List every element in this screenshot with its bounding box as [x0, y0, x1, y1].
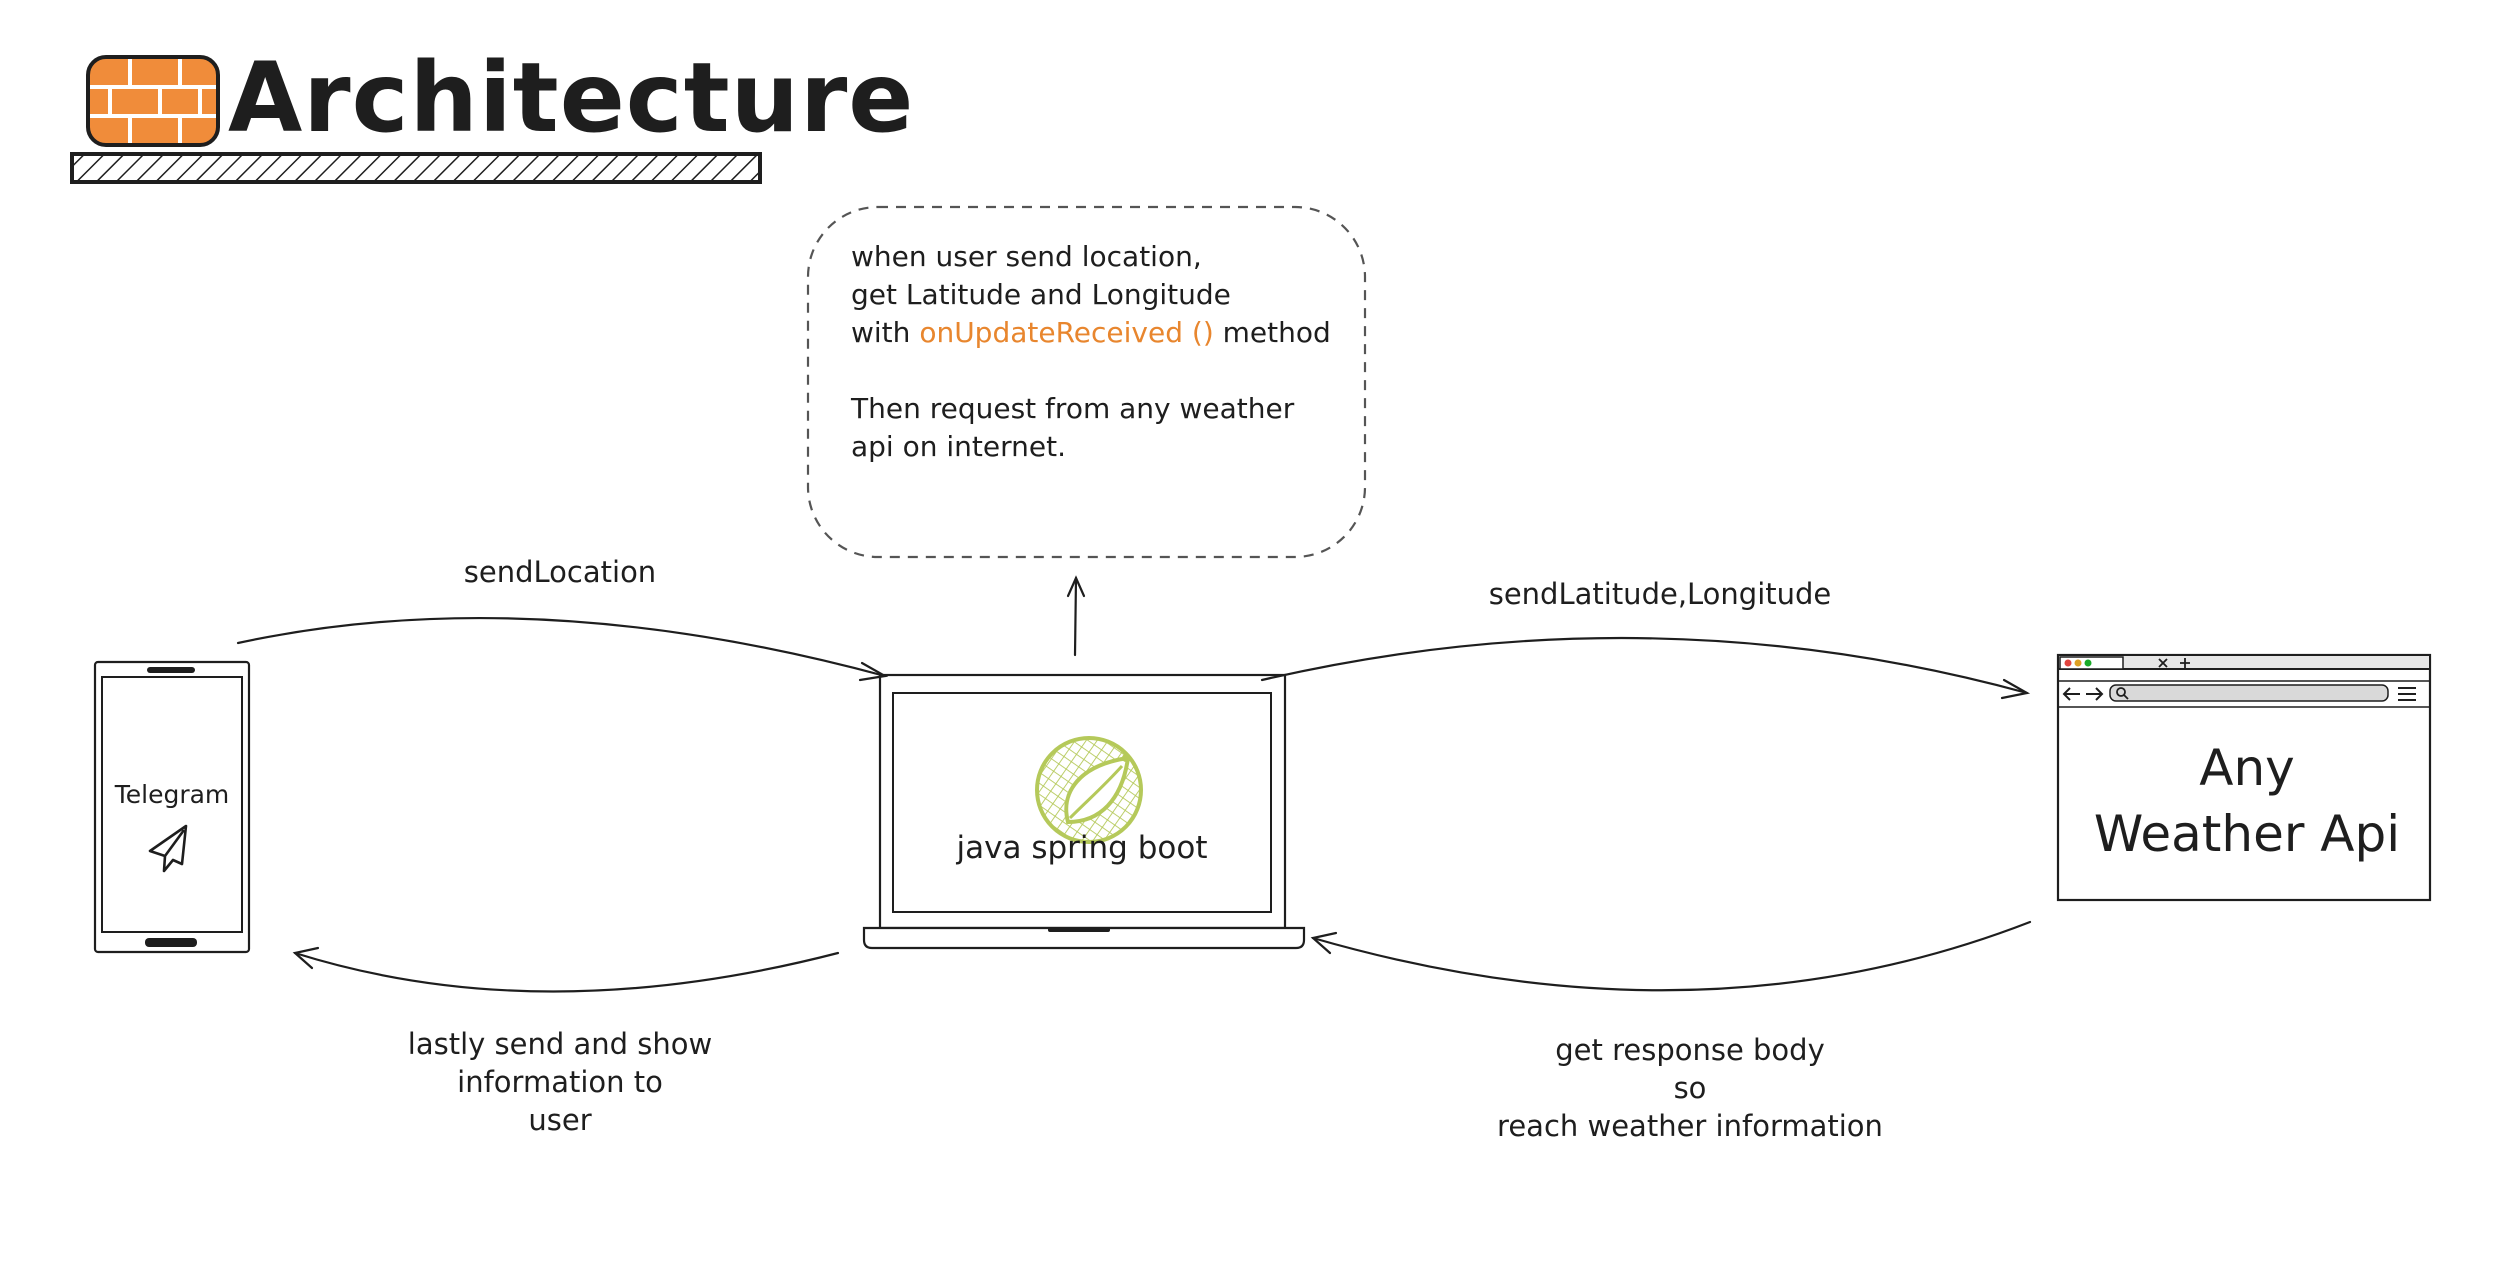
brick-wall-icon [86, 55, 220, 147]
send-lat-long-label: sendLatitude,Longitude [1488, 577, 1832, 611]
arrow-send-location [236, 616, 889, 682]
send-location-label: sendLocation [463, 555, 657, 589]
note-text: when user send location, get Latitude an… [851, 238, 1331, 466]
spring-leaf-icon [1035, 736, 1143, 844]
note-box [806, 205, 1367, 559]
forward-arrow-icon [2086, 687, 2104, 701]
response-line-2: so [1673, 1071, 1707, 1105]
note-line-1: when user send location, [851, 240, 1202, 273]
arrow-response [1310, 920, 2032, 992]
note-line-4: Then request from any weather [851, 392, 1295, 425]
note-line-5: api on internet. [851, 430, 1066, 463]
weather-api-line-2: Weather Api [2093, 805, 2401, 863]
note-line-3-prefix: with [851, 316, 920, 349]
method-name: onUpdateReceived () [919, 316, 1214, 349]
response-line-3: reach weather information [1497, 1109, 1883, 1143]
title-underline [70, 152, 762, 184]
page-title: Architecture [228, 42, 915, 154]
arrow-send-lat-long [1260, 636, 2031, 700]
weather-api-label: Any Weather Api [2062, 735, 2432, 867]
note-spacer [851, 352, 1331, 390]
back-arrow-icon [2062, 687, 2080, 701]
lastly-line-1: lastly send and show [407, 1027, 713, 1061]
menu-icon [2398, 687, 2416, 701]
phone-device [93, 660, 251, 954]
response-line-1: get response body [1555, 1033, 1825, 1067]
arrow-lastly [292, 946, 840, 993]
note-line-3-suffix: method [1213, 316, 1331, 349]
arrow-to-note [1066, 575, 1086, 657]
new-tab-icon [2180, 658, 2190, 668]
note-line-2: get Latitude and Longitude [851, 278, 1231, 311]
lastly-line-3: user [528, 1103, 592, 1137]
response-label: get response body so reach weather infor… [1470, 1031, 1910, 1145]
server-label: java spring boot [956, 830, 1208, 866]
close-tab-icon [2158, 658, 2168, 668]
paper-plane-icon [148, 824, 188, 873]
search-icon [2116, 687, 2129, 700]
lastly-line-2: information to [457, 1065, 663, 1099]
lastly-label: lastly send and show information to user [370, 1025, 750, 1139]
weather-api-line-1: Any [2199, 739, 2295, 797]
note-line-3: with onUpdateReceived () method [851, 314, 1331, 352]
telegram-label: Telegram [114, 780, 230, 809]
